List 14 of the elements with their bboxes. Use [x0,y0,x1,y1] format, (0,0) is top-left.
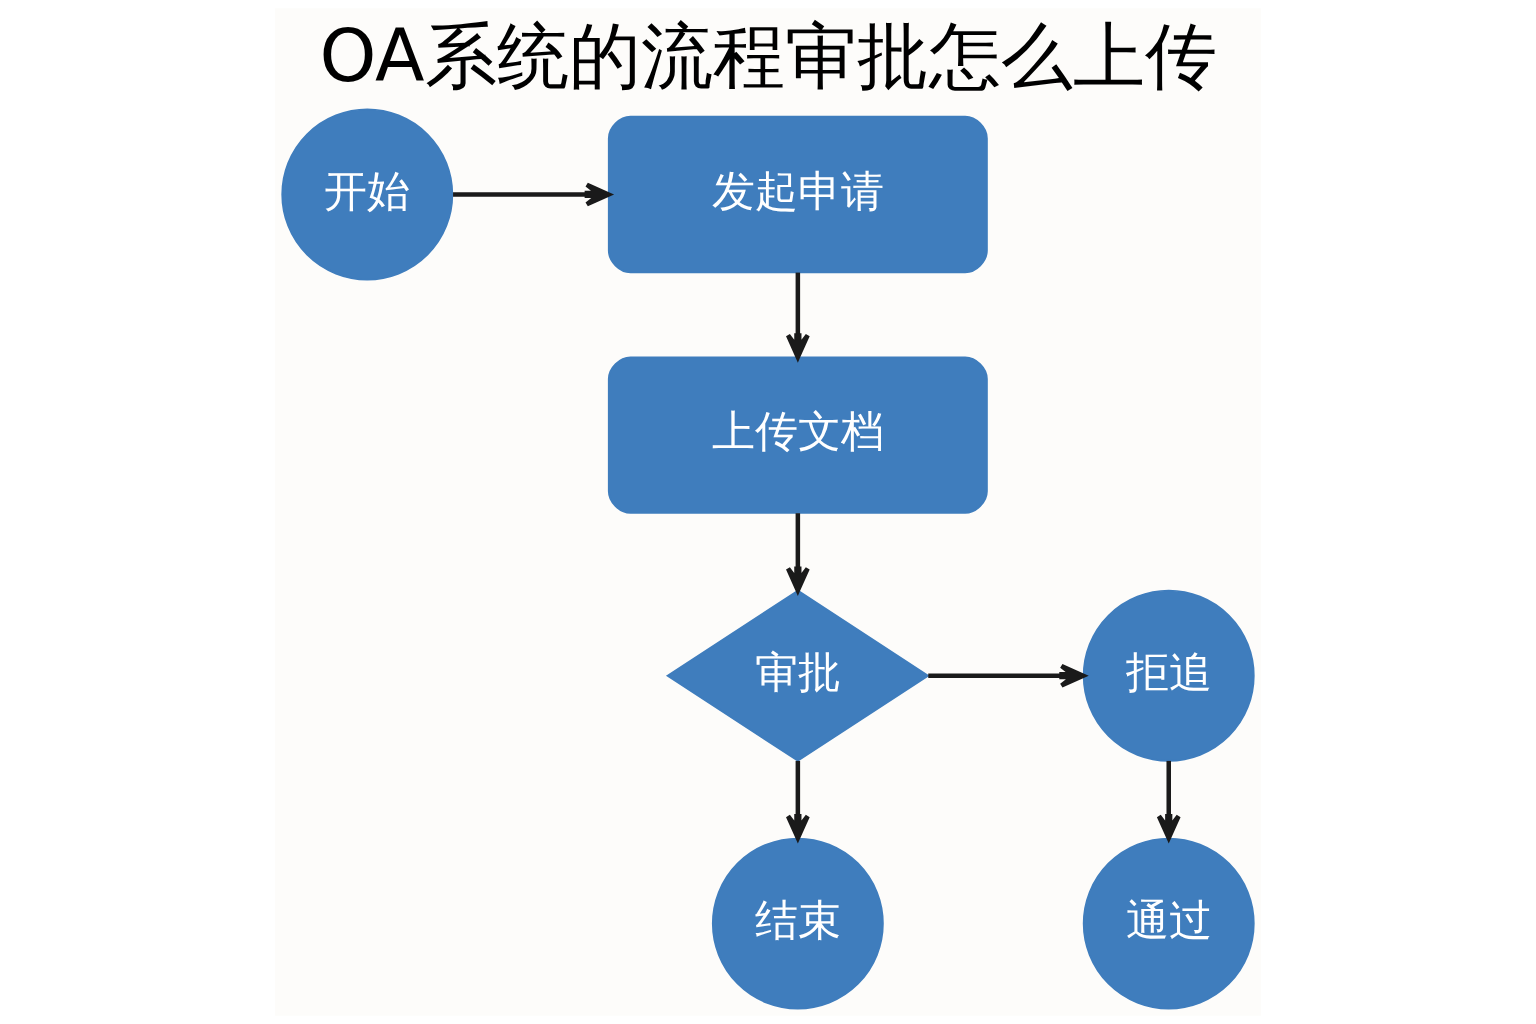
arrow [785,513,810,593]
node-diamond: 审批 [665,589,930,762]
arrow [785,272,810,360]
node-circle: 通过 [1082,837,1255,1010]
node-box: 发起申请 [607,115,988,274]
arrow [1156,760,1181,841]
node-circle: 结束 [711,837,884,1010]
node-box: 上传文档 [607,356,988,514]
arrow [928,663,1086,688]
node-circle: 拒追 [1082,589,1255,762]
arrow [785,760,810,841]
node-circle: 开始 [281,108,454,281]
diagram-title: OA系统的流程审批怎么上传 [319,13,1217,98]
arrow [453,182,611,207]
